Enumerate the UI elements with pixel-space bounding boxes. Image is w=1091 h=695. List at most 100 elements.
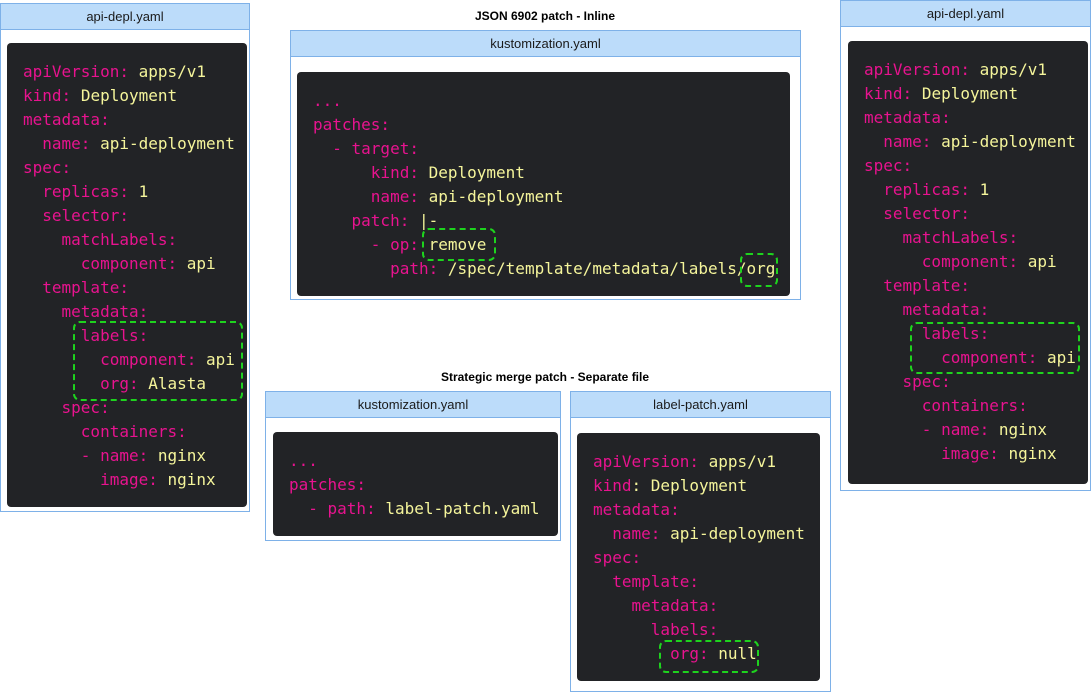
code-line: labels: — [593, 618, 718, 642]
yaml-key: image: — [941, 444, 999, 463]
code-indent — [23, 398, 62, 417]
code-line: name: api-deployment — [593, 522, 805, 546]
yaml-value: |- — [418, 211, 439, 230]
code-line: - path: label-patch.yaml — [289, 497, 539, 521]
code-line: component: api — [23, 252, 216, 276]
panel-header: api-depl.yaml — [841, 1, 1090, 27]
code-line: ... — [289, 449, 318, 473]
yaml-value: null — [718, 644, 757, 663]
yaml-value: nginx — [1008, 444, 1057, 463]
code-line: kind: Deployment — [593, 474, 747, 498]
yaml-key: template: — [612, 572, 699, 591]
code-line: component: api — [864, 250, 1057, 274]
yaml-key: name: — [42, 134, 91, 153]
yaml-key: apiVersion: — [864, 60, 970, 79]
inline-kustomization-panel: kustomization.yaml ...patches: - target:… — [290, 30, 801, 300]
code-line: name: api-deployment — [864, 130, 1076, 154]
code-indent — [864, 228, 903, 247]
code-line: labels: — [23, 324, 148, 348]
code-line: org: null — [593, 642, 757, 666]
code-block: ...patches: - target: kind: Deployment n… — [297, 72, 790, 296]
panel-header: label-patch.yaml — [571, 392, 830, 418]
code-line: metadata: — [864, 106, 951, 130]
code-indent — [864, 396, 922, 415]
code-block: ...patches: - path: label-patch.yaml — [273, 432, 558, 536]
yaml-value: api-deployment — [428, 187, 564, 206]
yaml-key: spec: — [23, 158, 72, 177]
code-indent — [313, 259, 390, 278]
yaml-value: 1 — [138, 182, 149, 201]
code-line: template: — [593, 570, 699, 594]
code-line: - name: nginx — [23, 444, 206, 468]
code-indent — [864, 180, 883, 199]
yaml-value: Deployment — [428, 163, 525, 182]
code-indent — [864, 300, 903, 319]
code-indent — [593, 524, 612, 543]
code-line: metadata: — [864, 298, 990, 322]
code-indent — [313, 235, 371, 254]
yaml-key: metadata: — [593, 500, 680, 519]
yaml-key: apiVersion: — [593, 452, 699, 471]
code-indent — [864, 276, 883, 295]
yaml-value: nginx — [998, 420, 1048, 439]
yaml-key: matchLabels: — [61, 230, 178, 249]
yaml-key: ... — [313, 91, 342, 110]
code-indent — [23, 278, 42, 297]
code-indent — [864, 204, 883, 223]
code-indent — [23, 230, 62, 249]
code-line: spec: — [864, 154, 912, 178]
yaml-key: kind: — [864, 84, 913, 103]
code-line: containers: — [23, 420, 187, 444]
code-indent — [289, 499, 308, 518]
yaml-value: api-deployment — [670, 524, 805, 543]
code-indent — [313, 139, 332, 158]
code-indent — [864, 252, 922, 271]
panel-header: kustomization.yaml — [266, 392, 560, 418]
yaml-value: /spec/template/metadata/labels/org — [447, 259, 776, 278]
yaml-key: metadata: — [864, 108, 951, 127]
yaml-key: containers: — [921, 396, 1028, 415]
yaml-value: nginx — [157, 446, 207, 465]
code-line: replicas: 1 — [23, 180, 148, 204]
code-line: kind: Deployment — [864, 82, 1018, 106]
code-line: spec: — [864, 370, 951, 394]
code-line: labels: — [864, 322, 989, 346]
code-line: apiVersion: apps/v1 — [23, 60, 206, 84]
code-line: selector: — [23, 204, 129, 228]
yaml-key: kind: — [370, 163, 419, 182]
code-line: component: api — [23, 348, 235, 372]
code-line: spec: — [23, 396, 110, 420]
yaml-key: component: — [80, 254, 178, 273]
yaml-value: nginx — [167, 470, 216, 489]
yaml-value: Deployment — [921, 84, 1019, 103]
yaml-key: metadata: — [631, 596, 719, 615]
code-indent — [313, 163, 371, 182]
code-line: spec: — [23, 156, 71, 180]
code-line: apiVersion: apps/v1 — [593, 450, 776, 474]
yaml-key: selector: — [883, 204, 970, 223]
yaml-key: component: — [921, 252, 1019, 271]
yaml-key: labels: — [80, 326, 149, 345]
code-line: - target: — [313, 137, 419, 161]
yaml-value: remove — [428, 235, 487, 254]
yaml-value: Alasta — [148, 374, 207, 393]
code-line: kind: Deployment — [23, 84, 177, 108]
code-line: patches: — [313, 113, 390, 137]
code-line: image: nginx — [23, 468, 216, 492]
yaml-key: - name: — [921, 420, 990, 439]
yaml-key: path: — [390, 259, 439, 278]
code-line: selector: — [864, 202, 970, 226]
yaml-value: api — [186, 254, 216, 273]
yaml-key: spec: — [61, 398, 110, 417]
yaml-key: patch: — [351, 211, 410, 230]
yaml-key: patches: — [313, 115, 391, 134]
code-indent — [23, 254, 81, 273]
yaml-value: api — [1047, 348, 1076, 367]
inline-patch-title: JSON 6902 patch - Inline — [474, 9, 616, 23]
yaml-value: api-deployment — [100, 134, 235, 153]
code-indent — [23, 302, 62, 321]
yaml-key: - op: — [370, 235, 419, 254]
code-line: metadata: — [23, 300, 149, 324]
